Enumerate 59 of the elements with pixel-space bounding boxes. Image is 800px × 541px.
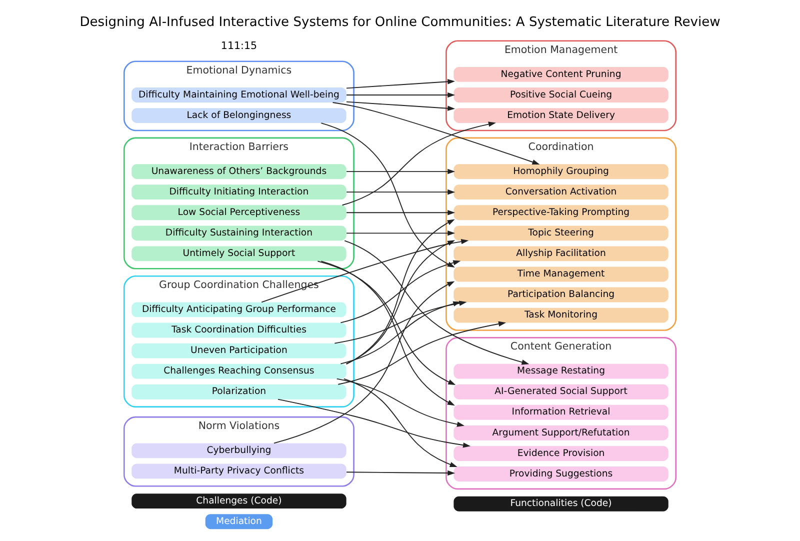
node-box: Functionalities (Code) — [454, 496, 668, 512]
node-box: Difficulty Initiating Interaction — [132, 184, 346, 200]
node-box: Cyberbullying — [132, 443, 346, 458]
arrow — [346, 210, 456, 216]
node-box: Conversation Activation — [454, 184, 668, 200]
node-box: Multi-Party Privacy Conflicts — [132, 464, 346, 479]
node-box: Untimely Social Support — [132, 246, 346, 262]
node-box: Argument Support/Refutation — [454, 425, 668, 440]
node-box: Homophily Grouping — [454, 164, 668, 180]
node-box: Mediation — [205, 514, 273, 530]
arrow — [346, 189, 456, 195]
node-box: Challenges (Code) — [132, 494, 346, 509]
arrow — [344, 240, 530, 365]
arrow — [317, 260, 456, 385]
arrow — [346, 101, 456, 111]
node-box: Allyship Facilitation — [454, 246, 668, 262]
node-box: Difficulty Maintaining Emotional Well-being — [132, 88, 346, 102]
node-box: Uneven Participation — [132, 343, 346, 358]
node-box: AI-Generated Social Support — [454, 384, 668, 400]
arrow — [346, 470, 456, 476]
node-box: Perspective-Taking Prompting — [454, 205, 668, 220]
node-box: Low Social Perceptiveness — [132, 205, 346, 220]
arrow — [336, 378, 465, 427]
node-box: Message Restating — [454, 364, 668, 379]
arrow — [346, 92, 456, 98]
arrow — [261, 239, 469, 303]
node-box: Lack of Belongingness — [132, 108, 346, 123]
arrow — [340, 301, 461, 364]
node-box: Task Monitoring — [454, 308, 668, 323]
arrow — [343, 378, 458, 468]
arrow — [274, 281, 455, 444]
arrow — [332, 102, 540, 165]
arrow — [334, 300, 467, 344]
arrow — [346, 168, 456, 174]
arrow — [346, 230, 456, 236]
arrow — [346, 79, 456, 89]
node-box: Unawareness of Others’ Backgrounds — [132, 164, 346, 180]
node-box: Information Retrieval — [454, 404, 668, 420]
arrow — [278, 398, 471, 448]
node-box: Positive Social Cueing — [454, 88, 668, 102]
node-box: Providing Suggestions — [454, 466, 668, 482]
node-box: Difficulty Sustaining Interaction — [132, 226, 346, 241]
arrow — [320, 122, 455, 268]
arrow — [338, 321, 506, 385]
node-box: Emotion State Delivery — [454, 108, 668, 123]
arrow — [342, 122, 496, 206]
node-box: Challenges Reaching Consensus — [132, 364, 346, 379]
arrow — [320, 260, 455, 406]
node-box: Task Coordination Difficulties — [132, 322, 346, 338]
node-box: Negative Content Pruning — [454, 67, 668, 82]
node-box: Difficulty Anticipating Group Performance — [132, 302, 346, 318]
node-box: Polarization — [132, 384, 346, 400]
diagram-title: Designing AI-Infused Interactive Systems for Online Communities: A Systematic Literature Review — [80, 15, 720, 30]
label: 111:15 — [220, 40, 257, 52]
node-box: Time Management — [454, 266, 668, 282]
node-box: Topic Steering — [454, 226, 668, 241]
node-box: Evidence Provision — [454, 446, 668, 461]
arrow — [340, 260, 461, 324]
node-box: Participation Balancing — [454, 287, 668, 302]
